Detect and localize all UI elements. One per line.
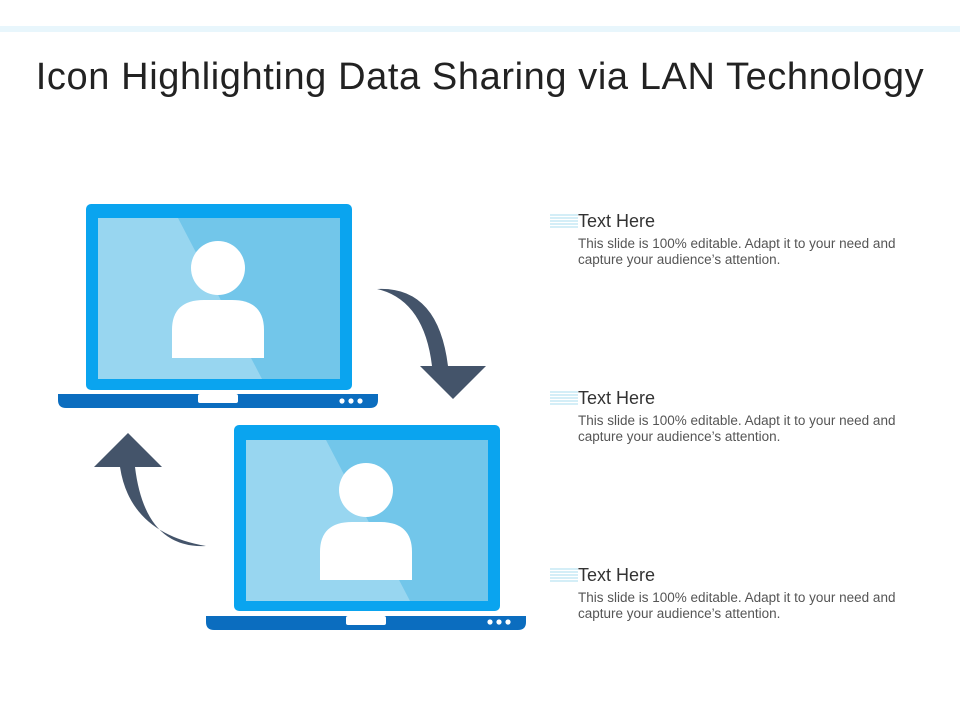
- slide-title: Icon Highlighting Data Sharing via LAN T…: [35, 56, 925, 98]
- lines-icon: [550, 568, 578, 582]
- text-item-body: This slide is 100% editable. Adapt it to…: [578, 236, 896, 267]
- indicator-dot: [339, 398, 345, 404]
- curved-arrow-icon: [377, 288, 486, 399]
- lines-icon: [550, 391, 578, 405]
- curved-arrow-icon: [94, 433, 206, 547]
- text-item-2: Text Here This slide is 100% editable. A…: [550, 387, 910, 445]
- laptop-notch: [346, 616, 386, 625]
- text-item-3: Text Here This slide is 100% editable. A…: [550, 564, 910, 622]
- indicator-dot: [496, 619, 502, 625]
- text-item-heading: Text Here: [578, 565, 656, 585]
- text-item-heading: Text Here: [578, 388, 656, 408]
- user-icon: [172, 241, 264, 358]
- indicator-dot: [357, 398, 363, 404]
- text-item-1: Text Here This slide is 100% editable. A…: [550, 210, 910, 268]
- indicator-dot: [348, 398, 354, 404]
- indicator-dot: [487, 619, 493, 625]
- user-icon: [320, 463, 412, 580]
- indicator-dot: [505, 619, 511, 625]
- text-item-heading: Text Here: [578, 211, 656, 231]
- laptop-icon: [206, 425, 526, 630]
- lines-icon: [550, 214, 578, 228]
- laptop-notch: [198, 394, 238, 403]
- text-item-body: This slide is 100% editable. Adapt it to…: [578, 413, 896, 444]
- top-accent-band: [0, 26, 960, 32]
- laptop-icon: [58, 204, 378, 408]
- text-item-body: This slide is 100% editable. Adapt it to…: [578, 590, 896, 621]
